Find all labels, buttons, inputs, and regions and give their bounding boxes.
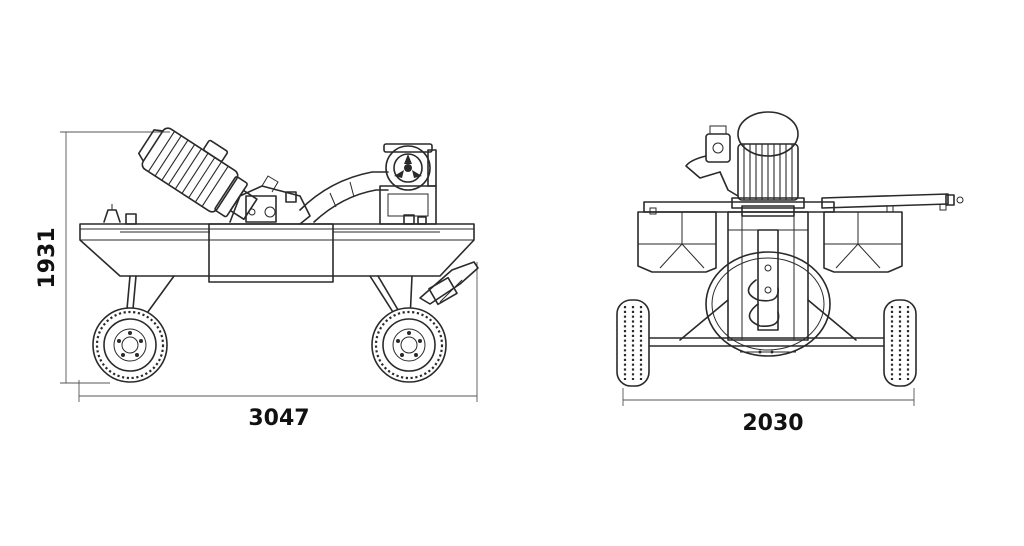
length-dimension-line — [78, 262, 478, 402]
length-dimension-label: 3047 — [248, 406, 309, 431]
front-central-frame — [727, 211, 809, 341]
width-dimension-line — [622, 388, 915, 406]
height-dimension-label: 1931 — [35, 227, 60, 288]
front-wheel-left — [616, 299, 650, 387]
width-dimension-label: 2030 — [742, 411, 803, 436]
front-view: 2030 — [616, 111, 964, 436]
side-tow-hitch — [419, 261, 479, 306]
side-wheel-right — [371, 307, 447, 383]
front-float-left — [637, 211, 717, 273]
front-wheel-right — [883, 299, 917, 387]
side-pump — [379, 143, 437, 225]
side-discharge-pipe — [299, 171, 389, 223]
front-float-right — [823, 211, 903, 273]
front-frame-braces — [631, 299, 905, 347]
height-dimension-line — [60, 131, 170, 384]
side-wheel-left — [92, 307, 168, 383]
side-gearbox — [229, 175, 311, 225]
front-pump — [685, 125, 739, 197]
side-view: 1931 3047 — [35, 127, 479, 431]
side-motor — [137, 127, 258, 221]
front-cutter-disc — [705, 251, 831, 357]
side-deck-fittings — [103, 204, 427, 225]
side-hull — [79, 223, 475, 283]
front-motor — [731, 111, 805, 217]
front-auger — [747, 229, 780, 331]
